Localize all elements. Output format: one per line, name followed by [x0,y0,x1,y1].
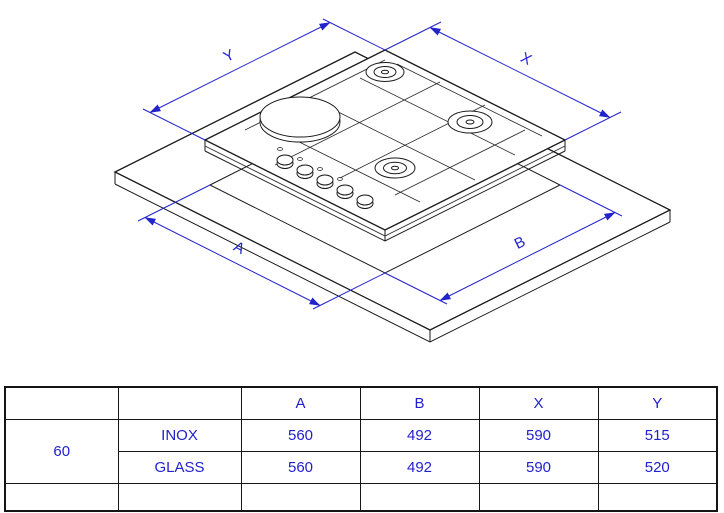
control-knobs [276,147,374,209]
header-cell-x: X [478,386,599,420]
empty-cell [117,483,242,512]
dim-label-y: Y [221,46,238,66]
cell-glass-a: 560 [240,451,361,484]
burner-front [374,157,416,179]
empty-cell [4,483,119,512]
dimension-a: A [137,184,386,310]
header-cell-empty-1 [4,386,119,420]
burner-cover-large [259,96,341,143]
empty-row [4,483,718,512]
burner-back [365,62,405,82]
header-cell-b: B [359,386,480,420]
cell-inox-x: 590 [478,419,599,452]
empty-cell [359,483,480,512]
cell-inox-y: 515 [597,419,718,452]
row-glass: GLASS 560 492 590 520 [5,451,718,484]
header-row: A B X Y [4,386,718,420]
header-cell-a: A [240,386,361,420]
empty-cell [478,483,599,512]
cell-glass-b: 492 [359,451,480,484]
dim-label-a: A [231,238,248,258]
header-cell-empty-2 [117,386,242,420]
cell-size: 60 [4,419,119,484]
cell-inox-b: 492 [359,419,480,452]
empty-cell [240,483,361,512]
dimensions-table: A B X Y 60 INOX 560 492 590 515 GLASS 56… [4,386,718,512]
burner-right [447,110,493,134]
cell-inox-a: 560 [240,419,361,452]
dim-label-x: X [518,49,535,69]
cell-glass-y: 520 [597,451,718,484]
empty-cell [597,483,718,512]
installation-diagram: Y X A B [113,18,672,343]
cell-material-inox: INOX [117,419,242,452]
row-inox: 60 INOX 560 492 590 515 [4,419,718,484]
cell-material-glass: GLASS [117,451,242,484]
header-cell-y: Y [597,386,718,420]
cell-glass-x: 590 [478,451,599,484]
